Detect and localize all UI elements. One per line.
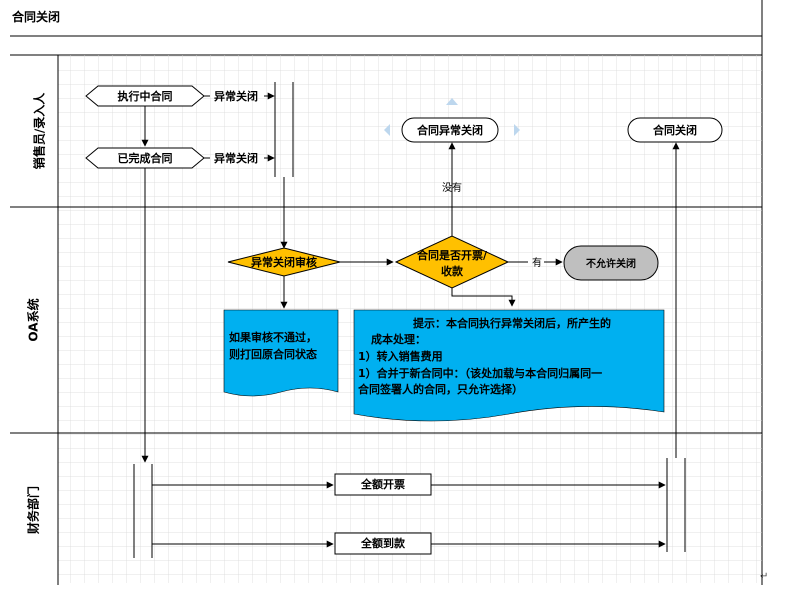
edge-no-label: 没有 [442,181,462,194]
document-title: 合同关闭 [12,10,61,24]
lane-label-finance: 财务部门 [26,486,41,535]
contract-abnormal-close-label: 合同异常关闭 [417,123,483,137]
review-decision-label: 异常关闭审核 [251,255,317,269]
tip-note-line1: 提示：本合同执行异常关闭后，所产生的 [413,316,611,330]
not-allowed-node [563,245,659,281]
not-allowed-label: 不允许关闭 [586,257,636,270]
review-fail-note [223,309,339,397]
edge-yes-label: 有 [532,256,542,269]
full-payment-label: 全额到款 [360,536,406,550]
review-fail-note-line1: 如果审核不通过， [229,330,317,344]
lane-label-sales: 销售员/录入人 [32,92,47,169]
completed-contract-label: 已完成合同 [118,151,173,165]
active-contract-label: 执行中合同 [118,89,173,103]
tip-note [353,309,665,422]
abnormal-close-label-2: 异常关闭 [214,151,258,165]
review-fail-note-line2: 则打回原合同状态 [229,347,317,361]
full-invoice-label: 全额开票 [360,477,405,491]
invoiced-decision-line2: 收款 [441,264,464,278]
ghost-arrow-left-icon [384,124,390,136]
tip-note-line5: 合同签署人的合同，只允许选择） [358,382,523,396]
tip-note-line2: 成本处理： [371,332,426,346]
ghost-arrow-up-icon [446,98,458,105]
abnormal-close-label-1: 异常关闭 [214,89,258,103]
invoiced-decision-line1: 合同是否开票/ [417,248,488,262]
contract-abnormal-close-node [401,117,499,143]
tip-note-line3: 1）转入销售费用 [358,349,443,363]
contract-close-node [627,117,723,143]
lane-label-oa: OA系统 [26,298,41,341]
contract-close-label: 合同关闭 [653,123,697,137]
paragraph-mark: ↵ [760,571,769,582]
arrow-invoiced-to-tip [451,288,516,307]
ghost-arrow-right-icon [514,124,520,136]
tip-note-line4: 1）合并于新合同中：（该处加载与本合同归属同一 [358,366,602,380]
